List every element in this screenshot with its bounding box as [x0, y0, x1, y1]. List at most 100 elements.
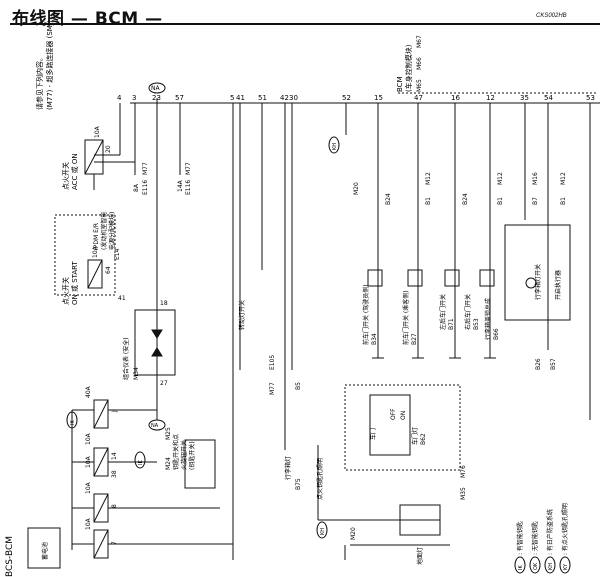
legend-text-ik: : 有智能钥匙	[516, 521, 524, 555]
off-label: OFF	[390, 408, 397, 420]
legend-code-kh: KH	[548, 563, 554, 570]
bcm-label: BCM	[396, 76, 404, 92]
key-hole-lamp-label: 点火钥匙孔照明	[316, 458, 324, 500]
pin-41: 41	[236, 94, 245, 102]
conn-m12-a: M12	[425, 172, 432, 185]
key-switch-label-3: (钥匙开关)	[188, 441, 196, 470]
conn-b24-a: B24	[385, 193, 392, 205]
conn-m77-c: M77	[269, 382, 276, 395]
conn-b71: B71	[448, 318, 455, 330]
ipdm-label-3: 电源分配模块)	[108, 212, 116, 250]
fuse-14-amp: 10A	[85, 432, 92, 445]
passenger-door-label: 前车门开关 (乘客侧)	[402, 290, 410, 345]
conn-m20-a: M20	[353, 182, 360, 195]
legend-text-kh: : 有日产防盗系统	[546, 509, 554, 555]
legend-text-ok: : 无智能钥匙	[531, 521, 539, 555]
fuse-j-num: J	[111, 410, 118, 413]
conn-b75: B75	[295, 478, 302, 490]
ipdm-label-2: (发动机室智能	[100, 212, 108, 250]
key-switch-label-2: 火旋钮开关	[180, 440, 188, 470]
on-label: ON	[400, 411, 407, 420]
ignition-acc-label: 点火开关	[61, 162, 70, 190]
fuse-8-amp: 10A	[85, 481, 92, 494]
conn-m77-a: M77	[142, 162, 149, 175]
conn-m12-c: M12	[560, 172, 567, 185]
model-label: BCS-BCM	[5, 536, 15, 577]
conn-e105: E105	[269, 355, 276, 370]
ignition-acc-sub: ACC 或 ON	[70, 153, 79, 190]
conn-m12-b: M12	[497, 172, 504, 185]
kh-tag-1: KH	[332, 143, 338, 150]
conn-b53: B53	[473, 318, 480, 330]
pin-53: 53	[586, 94, 595, 102]
pin-35: 35	[520, 94, 529, 102]
ignition-start-sub: ON 或 START	[70, 260, 79, 305]
step-lamp-label: 转动灯开关	[238, 300, 246, 330]
pin-57: 57	[175, 94, 184, 102]
rear-right-door-label: 右后车门开关	[464, 294, 472, 330]
conn-m35: M35	[460, 487, 467, 500]
trunk-actuator-label: 开启执行器	[554, 270, 562, 300]
conn-b1-a: B1	[425, 197, 432, 205]
ik-tag-1: IK	[70, 420, 76, 425]
conn-b62: B62	[420, 433, 427, 445]
pin-52: 52	[342, 94, 351, 102]
conn-b34: B34	[371, 333, 378, 345]
fuse-7-amp: 10A	[85, 517, 92, 530]
legend-code-ky: KY	[563, 563, 569, 570]
combination-meter-label: 组合仪表 (安全)	[122, 337, 130, 380]
pin-18: 18	[160, 300, 168, 307]
fuse-38-amp: 10A	[85, 455, 92, 468]
bcm-conn-m65: M65	[416, 79, 423, 92]
bcm-conn-m66: M66	[416, 57, 423, 70]
pin-23: 23	[152, 94, 161, 102]
pin-54: 54	[544, 94, 553, 102]
conn-8a: 8A	[133, 183, 140, 192]
conn-b26: B26	[535, 358, 542, 370]
conn-m16: M16	[532, 172, 539, 185]
bcm-conn-m67: M67	[416, 35, 423, 48]
battery-label: 蓄电池	[41, 542, 49, 560]
conn-b7: B7	[532, 197, 539, 205]
pin-12: 12	[486, 94, 495, 102]
trunk-open-label: 行李箱盖锁总成	[484, 298, 492, 340]
legend-code-ok: OK	[533, 562, 539, 570]
conn-b27: B27	[411, 333, 418, 345]
conn-b1-b: B1	[497, 197, 504, 205]
conn-m25: M25	[165, 427, 172, 440]
fuse-7-num: 7	[111, 541, 118, 545]
pin-5: 5	[230, 94, 234, 102]
door-lock-label: 车门灯	[411, 427, 419, 445]
pin-27: 27	[160, 380, 168, 387]
bcm-sub-label: (车身控制模块)	[404, 44, 413, 92]
conn-b57: B57	[550, 358, 557, 370]
kh-tag-2: KH	[320, 528, 326, 535]
driver-door-label: 前车门开关 (驾驶员侧)	[362, 284, 370, 345]
ipdm-label-1: IPDM E/R	[93, 223, 100, 250]
na-tag-top: NA	[151, 85, 160, 92]
pin-51: 51	[258, 94, 267, 102]
ref-code: CKS002HB	[536, 13, 567, 19]
ground-room-label: 地面灯	[416, 547, 424, 565]
fuse-38-num: 38	[111, 470, 118, 478]
fuse-64-amp: 10A	[92, 245, 99, 258]
conn-b1-c: B1	[560, 197, 567, 205]
fuse-20-num: 20	[105, 145, 112, 153]
rear-left-door-label: 左后车门开关	[439, 294, 447, 330]
fuse-20-amp: 10A	[94, 125, 101, 138]
left-note: 请参见下列内容。	[35, 54, 44, 110]
ignition-start-label: 点火开关	[61, 277, 70, 305]
fuse-j-amp: 40A	[85, 385, 92, 398]
pin-3: 3	[132, 94, 136, 102]
ik-tag-2: IK	[138, 460, 144, 465]
legend-text-ky: : 有点火钥匙孔照明	[561, 503, 569, 555]
conn-m34: M34	[133, 367, 140, 380]
conn-m76: M76	[460, 465, 467, 478]
trunk-lamp-label: 行李箱灯	[284, 456, 292, 480]
fuse-14-num: 14	[111, 452, 118, 460]
legend-code-ik: IK	[518, 565, 524, 570]
left-note-2: (M77) - 超多路连接器 (SMJ)	[45, 20, 54, 110]
fuse-64-num: 64	[105, 266, 112, 274]
fuse-8-num: 8	[111, 504, 118, 508]
